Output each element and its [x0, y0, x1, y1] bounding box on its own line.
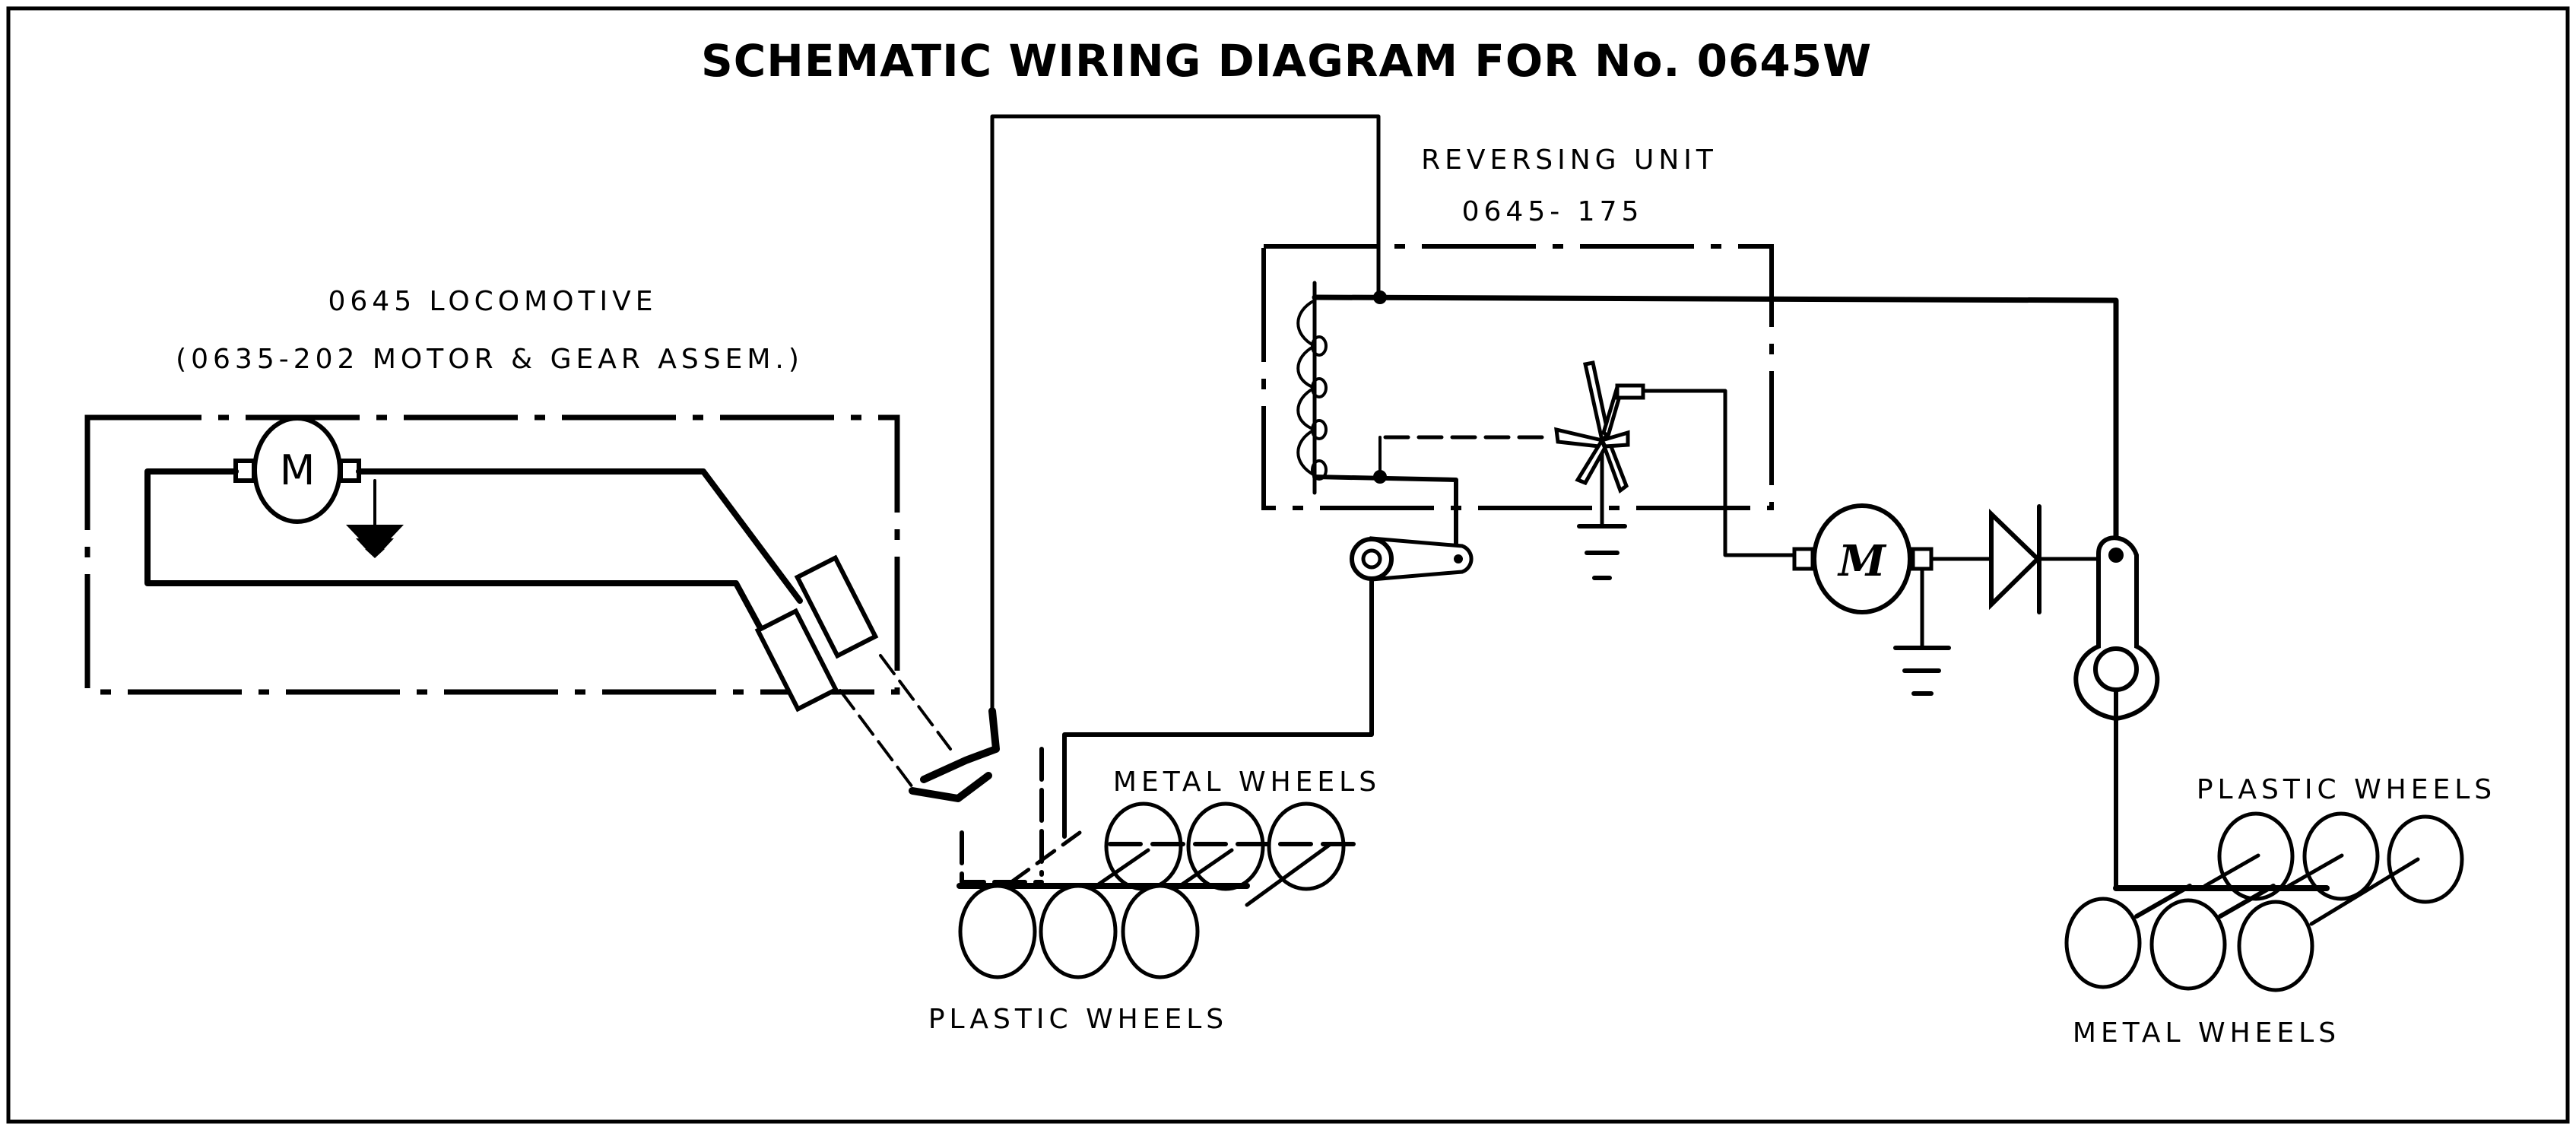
pickup-linkage [839, 654, 1044, 884]
metal-wheel [2149, 898, 2227, 991]
right-plastic-wheels-label: PLASTIC WHEELS [2197, 774, 2496, 805]
locomotive-wires [144, 468, 803, 648]
brush-icon [754, 554, 879, 713]
ground-icon [1893, 646, 1951, 696]
diagram-title: SCHEMATIC WIRING DIAGRAM FOR No. 0645W [701, 35, 1872, 87]
center-plastic-wheels-label: PLASTIC WHEELS [928, 1004, 1228, 1035]
svg-text:M: M [280, 446, 316, 494]
reversing-unit-label: REVERSING UNIT [1421, 144, 1718, 176]
metal-wheel [1186, 801, 1265, 891]
diagram-border [6, 6, 2570, 1124]
right-metal-wheels-label: METAL WHEELS [2073, 1017, 2340, 1049]
roller-truck-wire [2114, 687, 2184, 890]
plastic-wheel [958, 884, 1037, 979]
plastic-wheel [2302, 811, 2380, 901]
plastic-wheel [1121, 884, 1200, 979]
ground-icon [346, 525, 404, 558]
metal-wheel [1267, 801, 1346, 891]
plastic-wheel [2217, 811, 2295, 901]
metal-wheel [2064, 897, 2142, 989]
locomotive-label: 0645 LOCOMOTIVE [328, 286, 657, 317]
truck-wire [1062, 576, 1374, 839]
plastic-wheel [1039, 884, 1118, 979]
pickup-roller-icon [2073, 535, 2160, 722]
right-truck [2113, 853, 2420, 926]
locomotive-sublabel: (0635-202 MOTOR & GEAR ASSEM.) [176, 344, 804, 375]
ground-icon [1577, 524, 1627, 580]
tender-motor-icon: M [1792, 503, 1934, 614]
junction-node [1373, 470, 1387, 484]
reversing-unit-wires [1312, 294, 2119, 561]
rail-pickup-wire [990, 114, 1381, 721]
reversing-unit-boundary [1261, 244, 1774, 510]
diode-icon [1989, 504, 2041, 614]
locomotive-boundary [84, 414, 900, 695]
reversing-unit-part-number: 0645- 175 [1462, 196, 1644, 227]
coil-icon [1296, 281, 1328, 495]
locomotive-motor-icon: M [233, 416, 361, 524]
reversing-switch-icon [1554, 360, 1645, 494]
connector-icon [1350, 536, 1474, 582]
svg-text:M: M [1837, 536, 1887, 586]
metal-wheel [2237, 900, 2314, 992]
center-metal-wheels-label: METAL WHEELS [1113, 767, 1381, 798]
junction-node [1373, 290, 1387, 304]
plastic-wheel [2387, 814, 2464, 904]
